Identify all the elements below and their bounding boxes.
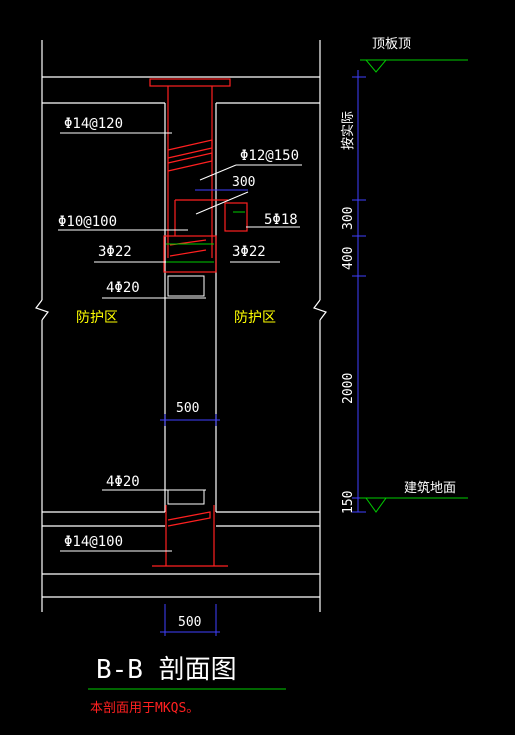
- lower-rebar: [152, 505, 228, 567]
- bar-4phi20-bottom: 4Φ20: [106, 474, 140, 490]
- dim-300-h: 300: [232, 175, 255, 190]
- protect-zone-right: 防护区: [234, 310, 276, 326]
- bar-4phi20-top: 4Φ20: [106, 280, 140, 296]
- bar-3phi22-left: 3Φ22: [98, 244, 132, 260]
- wall-outline: [35, 40, 327, 612]
- level-markers: [88, 59, 468, 690]
- dim-v-a: 按实际: [341, 111, 356, 150]
- dim-v-150: 150: [341, 491, 356, 514]
- section-note: 本剖面用于MKQS。: [90, 701, 199, 716]
- upper-rebar: [149, 78, 248, 273]
- rebar-top-label: Φ14@120: [64, 116, 123, 132]
- stirrup-col-label: Φ10@100: [58, 214, 117, 230]
- bar-3phi22-right: 3Φ22: [232, 244, 266, 260]
- dim-v-400: 400: [341, 247, 356, 270]
- dim-500-bot: 500: [178, 615, 201, 630]
- leaders: [58, 132, 302, 552]
- stirrup-beam-label: Φ12@150: [240, 148, 299, 164]
- protect-zone-left: 防护区: [76, 310, 118, 326]
- dim-v-300: 300: [341, 207, 356, 230]
- bar-5phi18-label: 5Φ18: [264, 212, 298, 228]
- rebar-bottom-label: Φ14@100: [64, 534, 123, 550]
- dimension-lines: [160, 70, 366, 636]
- bar-crosses: [166, 211, 245, 263]
- dim-v-2000: 2000: [341, 373, 356, 404]
- top-slab-label: 顶板顶: [372, 37, 411, 52]
- section-title: B-B 剖面图: [96, 655, 237, 685]
- floor-label: 建筑地面: [404, 480, 456, 496]
- dim-500-mid: 500: [176, 401, 199, 416]
